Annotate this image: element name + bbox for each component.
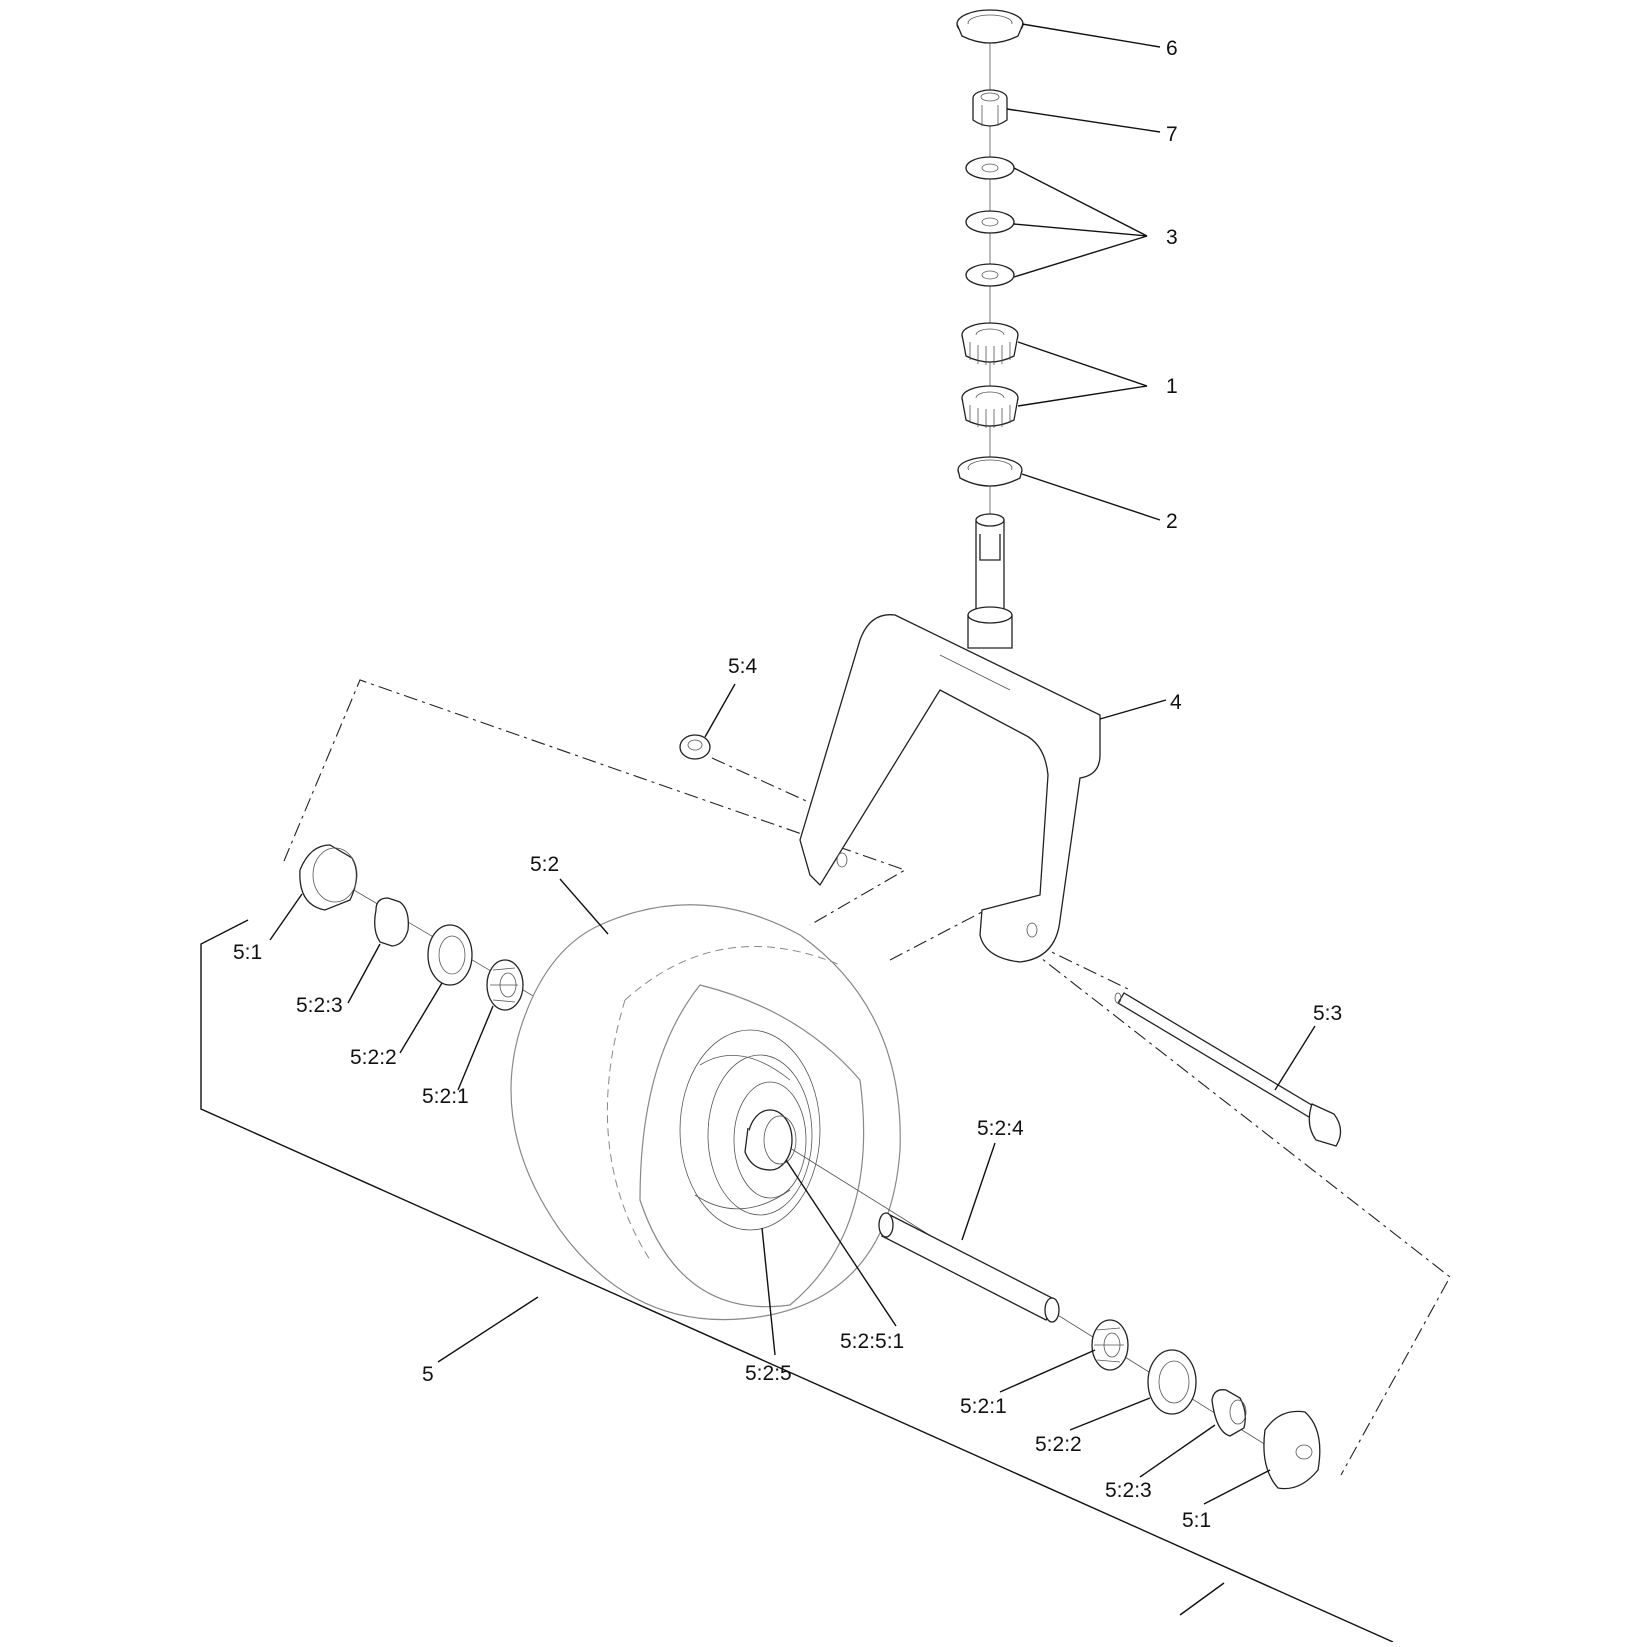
- callout-5-2-1-right: 5:2:1: [960, 1395, 1007, 1418]
- dust-cap-part: [956, 9, 1024, 44]
- hub-cap-left-part: [299, 844, 358, 911]
- callout-5-2-1-left: 5:2:1: [422, 1085, 469, 1108]
- callout-5-2-5-1: 5:2:5:1: [840, 1330, 904, 1353]
- roller-bearing-part: [961, 322, 1019, 365]
- axle-bolt-part: [1114, 992, 1342, 1147]
- nut-axis-line: [711, 757, 816, 806]
- callout-5: 5: [422, 1363, 434, 1386]
- axle-nut-part: [679, 734, 711, 760]
- assembly-envelope-right: [889, 911, 1451, 1476]
- caster-fork-part: [799, 513, 1101, 963]
- callout-5-3: 5:3: [1313, 1002, 1342, 1025]
- leader-lines: [269, 23, 1316, 1505]
- spacer-left-part: [374, 897, 409, 947]
- cone-bearing-left-part: [486, 959, 524, 1011]
- roller-bearing-part: [961, 385, 1019, 428]
- callout-1: 1: [1166, 375, 1178, 398]
- hex-nut-part: [972, 89, 1008, 127]
- callout-5-1-left: 5:1: [233, 941, 262, 964]
- hub-cap-right-part: [1263, 1410, 1321, 1490]
- callout-3: 3: [1166, 226, 1178, 249]
- callout-5-2: 5:2: [530, 853, 559, 876]
- bearing-cup-part: [957, 456, 1023, 487]
- callout-5-2-5: 5:2:5: [745, 1362, 792, 1385]
- grease-seal-right-part: [1147, 1349, 1197, 1415]
- washer-part: [965, 210, 1015, 234]
- callout-5-2-4: 5:2:4: [977, 1117, 1024, 1140]
- grease-seal-left-part: [427, 924, 473, 986]
- callout-7: 7: [1166, 123, 1178, 146]
- callout-2: 2: [1166, 510, 1178, 533]
- callout-5-2-2-right: 5:2:2: [1035, 1433, 1082, 1456]
- cone-bearing-right-part: [1091, 1319, 1129, 1371]
- callout-5-4: 5:4: [728, 655, 758, 678]
- callout-4: 4: [1170, 691, 1182, 714]
- washer-part: [965, 263, 1015, 287]
- spacer-tube-part: [878, 1212, 1060, 1323]
- callout-6: 6: [1166, 37, 1178, 60]
- fork-hole-axis: [1034, 943, 1131, 991]
- callout-5-1-right: 5:1: [1182, 1509, 1211, 1532]
- callout-5-2-3-left: 5:2:3: [296, 994, 343, 1017]
- wheel-tire-part: [510, 904, 901, 1321]
- spacer-right-part: [1211, 1389, 1247, 1437]
- assembly-bracket: [200, 919, 1394, 1643]
- assembly-bracket-top: [1179, 1582, 1225, 1616]
- callout-5-2-3-right: 5:2:3: [1105, 1479, 1152, 1502]
- washer-part: [965, 156, 1015, 180]
- callout-5-2-2-left: 5:2:2: [350, 1046, 397, 1069]
